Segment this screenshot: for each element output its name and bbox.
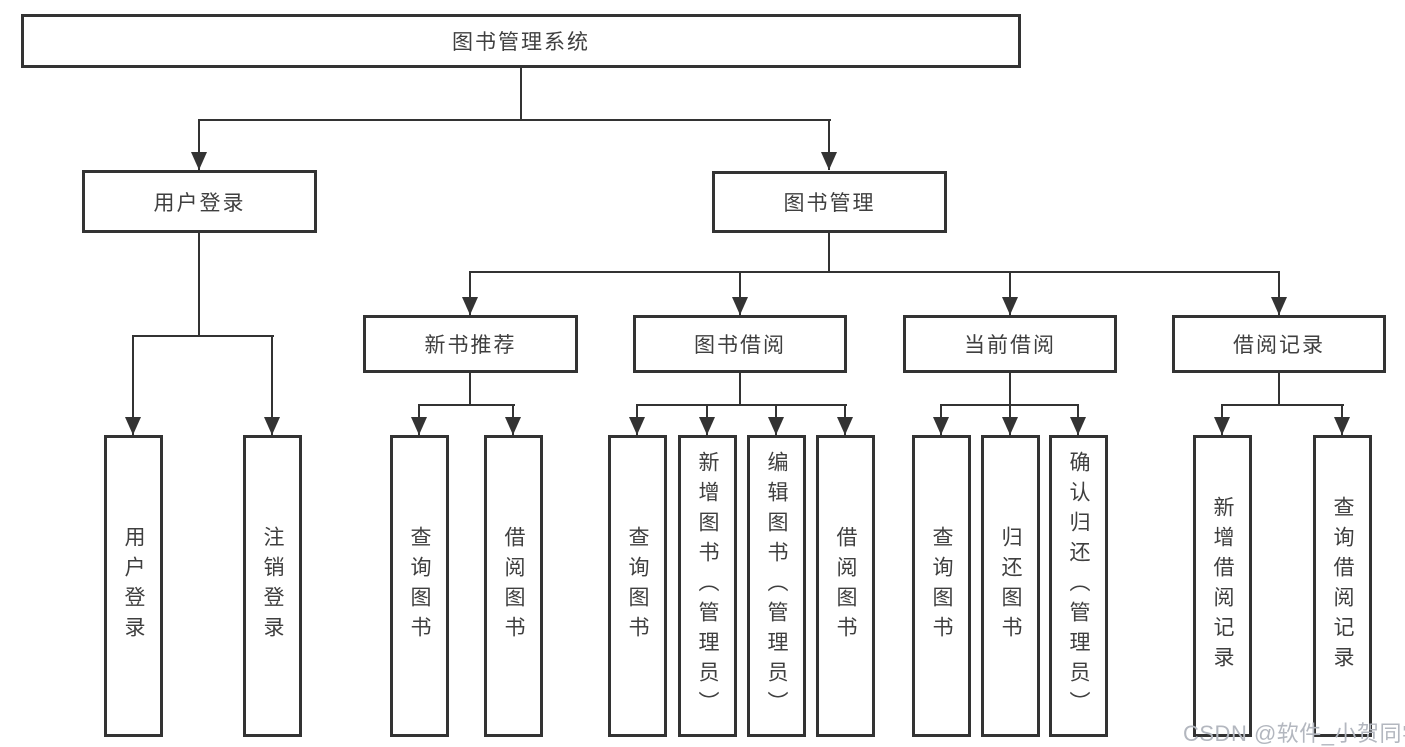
node-leaf-query-books-borrow: 查询图书 [608,435,667,737]
node-borrow-records-label: 借阅记录 [1233,334,1325,357]
node-book-management: 图书管理 [712,171,947,233]
arrowhead-down [629,417,645,435]
connector-user-login-hline [132,335,274,337]
arrowhead-down [1214,417,1230,435]
arrowhead-down [1334,417,1350,435]
node-user-login-label: 用户登录 [153,191,246,215]
node-leaf-query-borrow-record: 查询借阅记录 [1313,435,1372,737]
node-leaf-query-books-recommend: 查询图书 [390,435,449,737]
node-leaf-edit-books-admin-label: 编辑图书（管理员） [765,451,789,721]
node-leaf-add-borrow-record: 新增借阅记录 [1193,435,1252,737]
node-book-borrow: 图书借阅 [633,315,847,373]
node-leaf-query-books-current: 查询图书 [912,435,971,737]
connector-root-stub [520,68,522,121]
arrowhead-down [1070,417,1086,435]
connector-new-book-stub [469,373,471,406]
connector-drop-book-borrow [739,271,741,315]
node-leaf-confirm-return-admin-label: 确认归还（管理员） [1067,451,1091,721]
node-leaf-query-books-borrow-label: 查询图书 [626,526,650,646]
node-borrow-records: 借阅记录 [1172,315,1386,373]
connector-book-management-stub [828,233,830,273]
node-current-borrow: 当前借阅 [903,315,1117,373]
node-leaf-borrow-books-recommend: 借阅图书 [484,435,543,737]
arrowhead-down [264,417,280,435]
node-book-management-system-label: 图书管理系统 [452,31,590,54]
connector-current-borrow-stub [1009,373,1011,406]
connector-drop-current-borrow [1009,271,1011,315]
arrowhead-down [462,297,478,315]
connector-book-borrow-hline [636,404,847,406]
arrowhead-down [821,152,837,170]
node-leaf-borrow-books-recommend-label: 借阅图书 [502,526,526,646]
node-book-management-system: 图书管理系统 [21,14,1021,68]
arrowhead-down [1002,417,1018,435]
connector-drop-new-book [469,271,471,315]
node-leaf-return-books: 归还图书 [981,435,1040,737]
arrowhead-down [411,417,427,435]
node-leaf-query-books-recommend-label: 查询图书 [408,526,432,646]
node-leaf-borrow-books-label: 借阅图书 [834,526,858,646]
node-book-management-label: 图书管理 [783,192,876,215]
connector-book-management-hline [469,271,1280,273]
connector-drop-user-login [198,119,200,170]
connector-root-hline [198,119,831,121]
node-leaf-logout-label: 注销登录 [261,526,285,646]
node-new-book-recommend: 新书推荐 [363,315,578,373]
arrowhead-down [933,417,949,435]
connector-drop-login-leaf [132,335,134,435]
node-leaf-add-books-admin-label: 新增图书（管理员） [696,451,720,721]
node-leaf-add-borrow-record-label: 新增借阅记录 [1211,496,1235,676]
node-leaf-user-login-label: 用户登录 [122,526,146,646]
connector-drop-logout-leaf [271,335,273,435]
arrowhead-down [1271,297,1287,315]
connector-new-book-hline [418,404,515,406]
node-leaf-borrow-books: 借阅图书 [816,435,875,737]
arrowhead-down [505,417,521,435]
connector-borrow-records-stub [1278,373,1280,406]
arrowhead-down [191,152,207,170]
node-leaf-user-login: 用户登录 [104,435,163,737]
node-leaf-query-books-current-label: 查询图书 [930,526,954,646]
node-current-borrow-label: 当前借阅 [964,334,1056,357]
connector-drop-book-management [828,119,830,170]
node-leaf-query-borrow-record-label: 查询借阅记录 [1331,496,1355,676]
node-user-login: 用户登录 [82,170,317,233]
node-book-borrow-label: 图书借阅 [694,334,786,357]
connector-book-borrow-stub [739,373,741,406]
arrowhead-down [837,417,853,435]
arrowhead-down [699,417,715,435]
connector-drop-borrow-records [1278,271,1280,315]
arrowhead-down [732,297,748,315]
node-leaf-edit-books-admin: 编辑图书（管理员） [747,435,806,737]
connector-borrow-records-hline [1221,404,1344,406]
node-new-book-recommend-label: 新书推荐 [424,334,517,357]
arrowhead-down [125,417,141,435]
node-leaf-logout: 注销登录 [243,435,302,737]
node-leaf-add-books-admin: 新增图书（管理员） [678,435,737,737]
arrowhead-down [768,417,784,435]
arrowhead-down [1002,297,1018,315]
connector-user-login-stub [198,233,200,337]
node-leaf-return-books-label: 归还图书 [999,526,1023,646]
watermark: CSDN @软件_小贺同学 [1183,721,1405,746]
node-leaf-confirm-return-admin: 确认归还（管理员） [1049,435,1108,737]
